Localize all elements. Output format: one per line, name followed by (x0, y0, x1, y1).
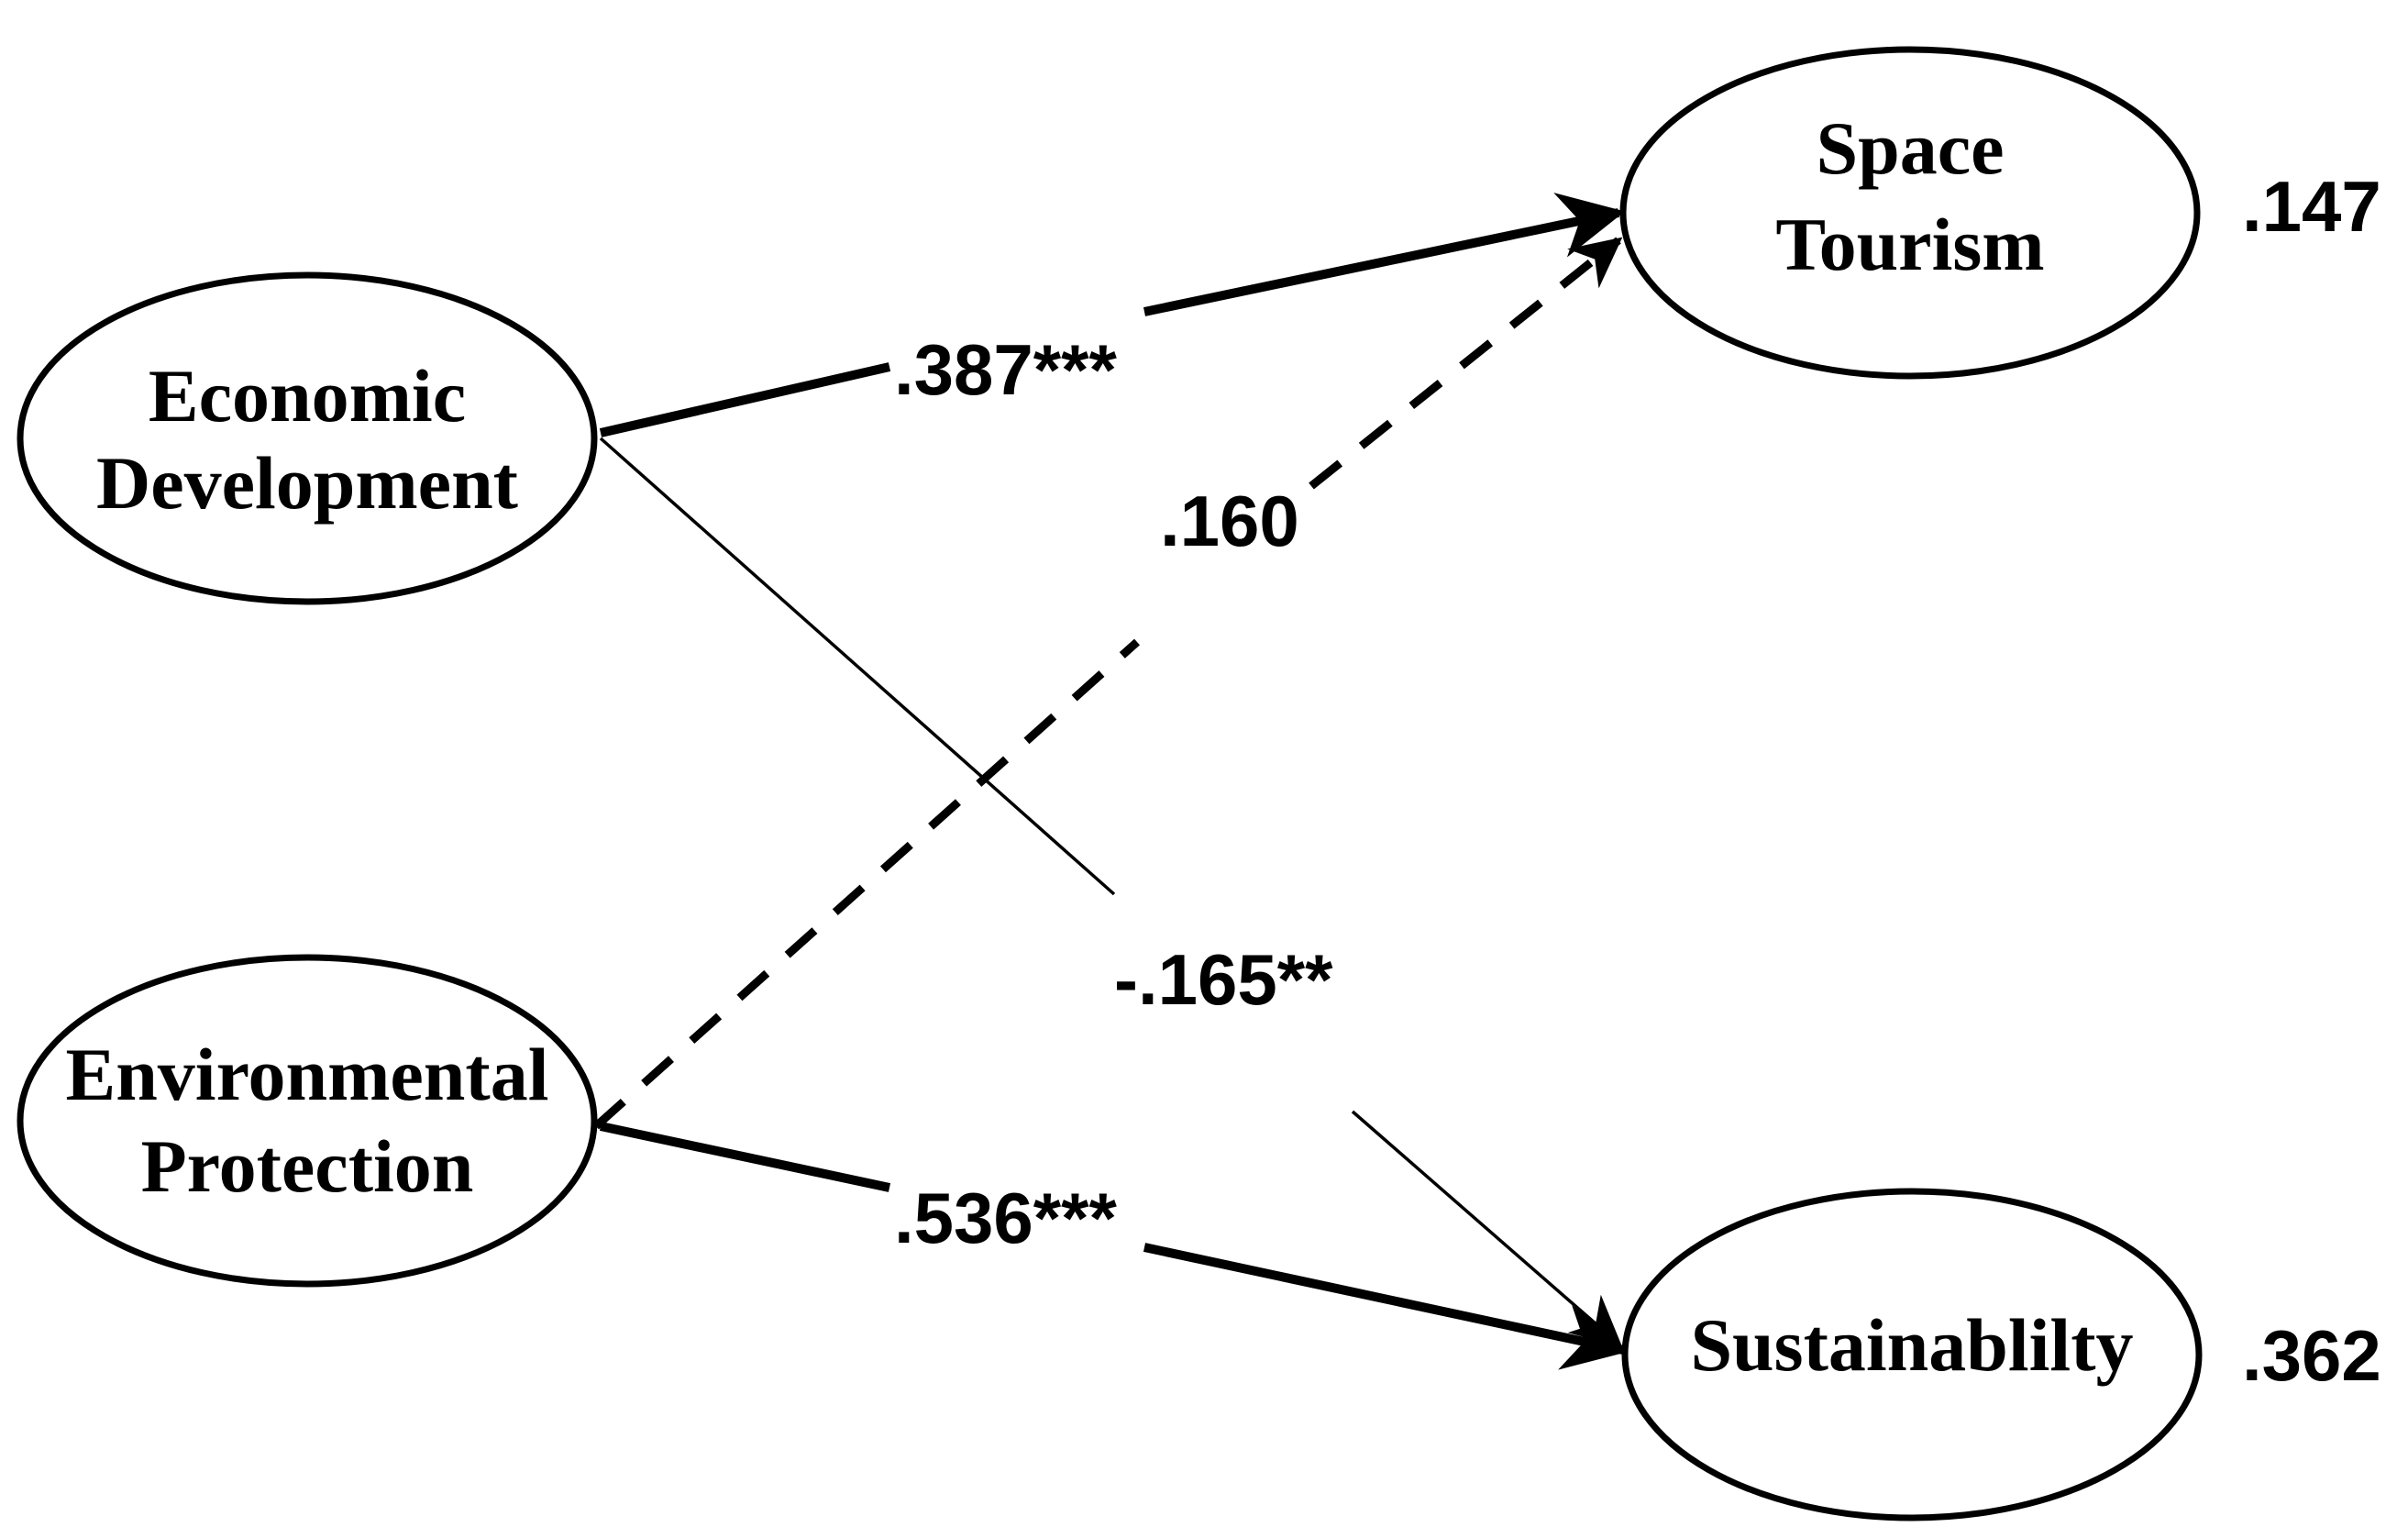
path-env-to-space (592, 237, 1623, 1130)
node-sustainability: Sustainablilty (1621, 1188, 2203, 1521)
node-label-line2: Tourism (1775, 203, 2044, 286)
coef-econ-to-sustain: -.165** (1114, 939, 1333, 1020)
coef-econ-to-space: .387*** (894, 329, 1118, 410)
node-label-line1: Economic (149, 354, 466, 437)
path-econ-to-space (599, 193, 1626, 437)
r2-sustainability: .362 (2242, 1315, 2381, 1396)
r2-space-tourism: .147 (2242, 166, 2381, 247)
node-space-tourism: Space Tourism (1619, 46, 2201, 380)
node-label-line1: Environmental (66, 1033, 549, 1116)
node-label: Sustainablilty (1690, 1303, 2133, 1387)
path-env-to-sustain (599, 1122, 1630, 1370)
node-label-line2: Development (96, 441, 518, 525)
path-econ-to-sustain (599, 437, 1623, 1347)
node-environmental-protection: Environmental Protection (17, 954, 598, 1288)
coef-env-to-sustain: .536*** (894, 1178, 1118, 1258)
node-label-line1: Space (1817, 106, 2005, 190)
coef-env-to-space: .160 (1160, 481, 1299, 561)
node-label-line2: Protection (141, 1124, 474, 1208)
node-economic-development: Economic Development (17, 271, 598, 605)
